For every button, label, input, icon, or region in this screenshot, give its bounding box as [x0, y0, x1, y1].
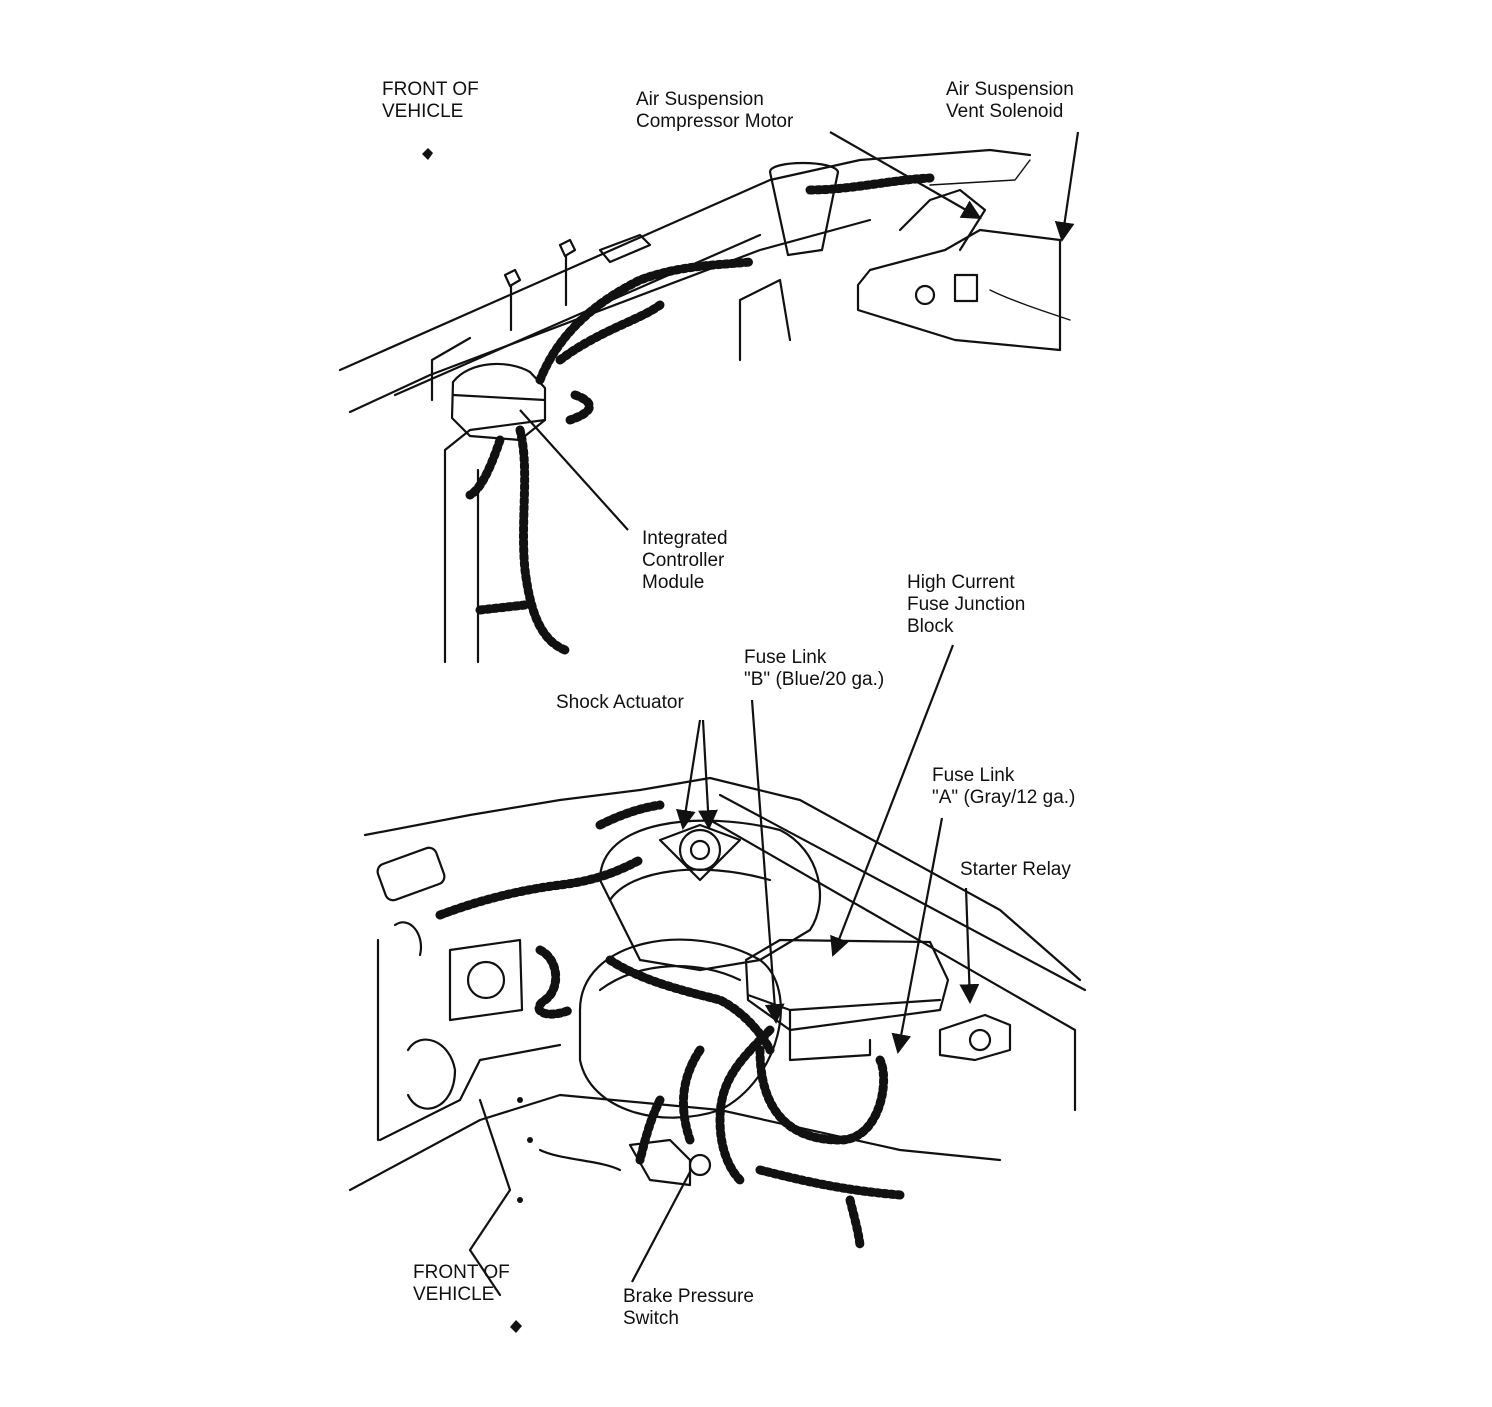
starter-relay-label: Starter Relay [960, 859, 1071, 880]
brake-switch-leader-line [631, 1171, 691, 1283]
compressor-motor-label: Air Suspension Compressor Motor [636, 89, 794, 132]
vent-solenoid-leader-line [1054, 131, 1080, 242]
shock-leader-line-right [698, 719, 718, 830]
fuse-junction-block-label: High Current Fuse Junction Block [907, 572, 1026, 637]
top-view-drawing [338, 148, 1071, 664]
integrated-controller-module-label: Integrated Controller Module [642, 528, 728, 593]
shock-actuator-label: Shock Actuator [556, 692, 684, 713]
fuse-block-leader-line [830, 644, 955, 957]
front-marker-icon [422, 148, 433, 160]
brake-pressure-switch-label: Brake Pressure Switch [623, 1286, 754, 1329]
fuse-link-a-label: Fuse Link "A" (Gray/12 ga.) [932, 765, 1076, 808]
fuse-link-a-leader-line [891, 817, 944, 1054]
vent-solenoid-label: Air Suspension Vent Solenoid [946, 79, 1074, 122]
bottom-view-drawing [348, 776, 1087, 1297]
bottom-front-of-vehicle-label: FRONT OF VEHICLE [413, 1262, 510, 1305]
compressor-leader-line [829, 131, 982, 219]
top-front-of-vehicle-label: FRONT OF VEHICLE [382, 79, 479, 122]
fuse-link-b-label: Fuse Link "B" (Blue/20 ga.) [744, 647, 885, 690]
starter-relay-leader-line [959, 887, 980, 1004]
front-marker-icon [510, 1320, 522, 1333]
fuse-link-b-leader-line [750, 699, 785, 1024]
shock-leader-line-left [675, 719, 702, 830]
controller-leader-line [519, 409, 629, 531]
